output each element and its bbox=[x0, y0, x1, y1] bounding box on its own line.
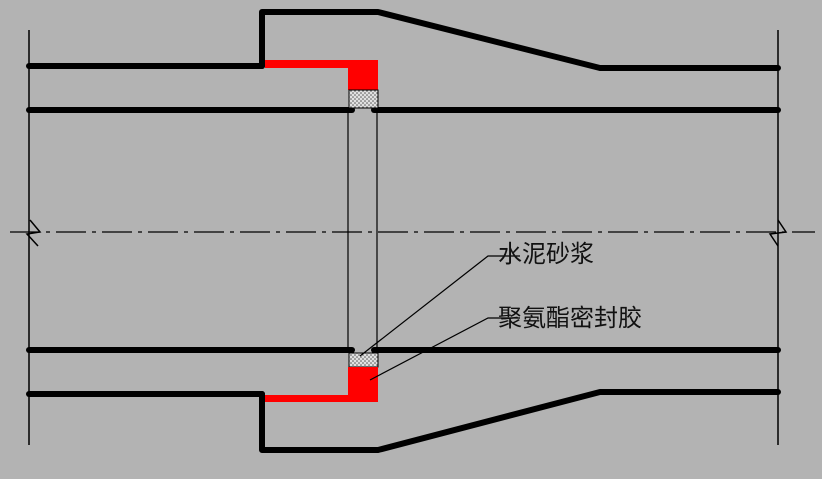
mortar-leader-line bbox=[359, 255, 520, 357]
break-symbol-right bbox=[768, 219, 788, 247]
top-bell-contour bbox=[259, 9, 781, 71]
sealant-label: 聚氨酯密封胶 bbox=[498, 304, 642, 332]
sealant-leader-line bbox=[369, 317, 520, 381]
top-mortar bbox=[348, 89, 379, 109]
bottom-mortar bbox=[348, 352, 379, 368]
break-symbol-left bbox=[25, 219, 42, 247]
top-sealant bbox=[265, 60, 378, 90]
bottom-bell-contour bbox=[259, 389, 781, 453]
bottom-sealant bbox=[265, 367, 378, 402]
mortar-label: 水泥砂浆 bbox=[498, 240, 594, 268]
